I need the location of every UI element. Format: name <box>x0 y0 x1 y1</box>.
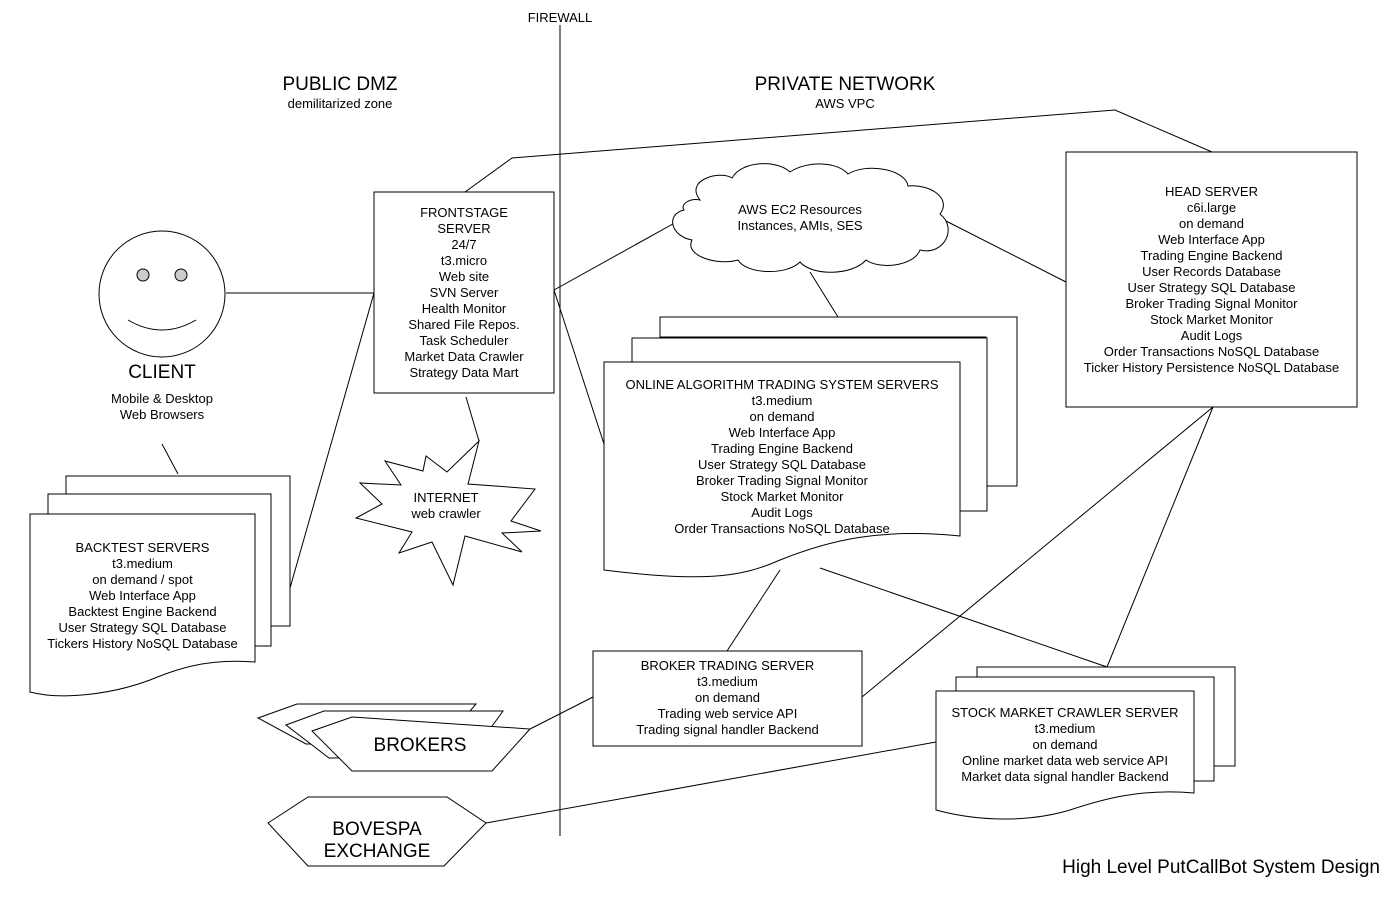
online-line: ONLINE ALGORITHM TRADING SYSTEM SERVERS <box>625 377 939 392</box>
frontstage-line: 24/7 <box>451 237 477 252</box>
online-line: Web Interface App <box>728 425 836 440</box>
online-line: Broker Trading Signal Monitor <box>696 473 868 488</box>
online-line: Order Transactions NoSQL Database <box>674 521 890 536</box>
head-line: Ticker History Persistence NoSQL Databas… <box>1083 360 1340 375</box>
backtest-line: BACKTEST SERVERS <box>75 540 210 555</box>
online-line: User Strategy SQL Database <box>698 457 866 472</box>
frontstage-server-box <box>373 191 555 394</box>
connectors <box>161 109 1214 824</box>
head-line: Web Interface App <box>1158 232 1265 247</box>
head-line: Broker Trading Signal Monitor <box>1125 296 1298 311</box>
client-subtitle-1: Mobile & Desktop <box>111 391 213 406</box>
diagram-footer-title: High Level PutCallBot System Design <box>1062 857 1380 878</box>
crawler-line: STOCK MARKET CRAWLER SERVER <box>951 705 1179 720</box>
aws-ec2-cloud <box>672 163 949 273</box>
broker-trading-server-text: BROKER TRADING SERVER t3.medium on deman… <box>593 658 862 738</box>
frontstage-line: Task Scheduler <box>419 333 509 348</box>
frontstage-line: Strategy Data Mart <box>409 365 519 380</box>
firewall-label: FIREWALL <box>527 10 593 25</box>
broker-server-line: Trading web service API <box>657 706 798 721</box>
brokers-label: BROKERS <box>373 735 467 756</box>
online-servers-text: ONLINE ALGORITHM TRADING SYSTEM SERVERS … <box>604 377 960 537</box>
internet-text: INTERNET web crawler <box>386 490 506 522</box>
private-network-title: PRIVATE NETWORK <box>754 74 936 95</box>
broker-server-line: BROKER TRADING SERVER <box>640 658 815 673</box>
broker-server-line: on demand <box>694 690 761 705</box>
backtest-line: on demand / spot <box>92 572 193 587</box>
frontstage-line: Market Data Crawler <box>404 349 524 364</box>
crawler-line: Market data signal handler Backend <box>961 769 1169 784</box>
broker-server-line: Trading signal handler Backend <box>636 722 819 737</box>
client-smiley-icon <box>98 230 226 358</box>
broker-trading-server-box <box>592 650 863 747</box>
aws-cloud-text: AWS EC2 Resources Instances, AMIs, SES <box>720 202 880 234</box>
head-line: Order Transactions NoSQL Database <box>1103 344 1320 359</box>
frontstage-line: t3.micro <box>440 253 488 268</box>
public-dmz-title: PUBLIC DMZ <box>282 74 398 95</box>
frontstage-line: SERVER <box>437 221 491 236</box>
head-line: on demand <box>1178 216 1245 231</box>
online-line: Audit Logs <box>751 505 813 520</box>
crawler-line: t3.medium <box>1034 721 1096 736</box>
bovespa-exchange-shape <box>267 796 487 867</box>
head-server-box <box>1065 151 1358 408</box>
client-title: CLIENT <box>128 362 196 383</box>
head-line: c6i.large <box>1186 200 1237 215</box>
backtest-line: Backtest Engine Backend <box>68 604 217 619</box>
internet-starburst <box>354 439 542 587</box>
bovespa-label-1: BOVESPA <box>332 819 422 840</box>
internet-title: INTERNET <box>413 490 479 505</box>
online-line: Stock Market Monitor <box>720 489 844 504</box>
online-servers-stack <box>603 316 1018 578</box>
cloud-line: Instances, AMIs, SES <box>737 218 863 233</box>
head-line: HEAD SERVER <box>1165 184 1258 199</box>
online-line: on demand <box>749 409 815 424</box>
frontstage-line: Web site <box>438 269 490 284</box>
backtest-servers-stack <box>29 475 291 697</box>
backtest-servers-text: BACKTEST SERVERS t3.medium on demand / s… <box>30 540 255 652</box>
crawler-line: on demand <box>1032 737 1098 752</box>
head-line: Audit Logs <box>1180 328 1243 343</box>
backtest-line: t3.medium <box>112 556 173 571</box>
bovespa-label-2: EXCHANGE <box>323 841 431 862</box>
frontstage-server-text: FRONTSTAGE SERVER 24/7 t3.micro Web site… <box>374 205 554 381</box>
brokers-shape-stack <box>256 703 532 772</box>
head-line: User Strategy SQL Database <box>1127 280 1296 295</box>
frontstage-line: Shared File Repos. <box>408 317 520 332</box>
backtest-line: User Strategy SQL Database <box>58 620 227 635</box>
broker-server-line: t3.medium <box>697 674 758 689</box>
public-dmz-subtitle: demilitarized zone <box>287 96 393 111</box>
internet-subtitle: web crawler <box>411 506 481 521</box>
crawler-servers-text: STOCK MARKET CRAWLER SERVER t3.medium on… <box>936 705 1194 785</box>
frontstage-line: Health Monitor <box>421 301 507 316</box>
online-line: t3.medium <box>751 393 813 408</box>
online-line: Trading Engine Backend <box>711 441 853 456</box>
crawler-line: Online market data web service API <box>962 753 1168 768</box>
client-subtitle-2: Web Browsers <box>119 407 205 422</box>
head-line: Stock Market Monitor <box>1150 312 1273 327</box>
backtest-line: Tickers History NoSQL Database <box>47 636 238 651</box>
crawler-servers-stack <box>935 666 1236 820</box>
frontstage-line: FRONTSTAGE <box>420 205 508 220</box>
private-network-subtitle: AWS VPC <box>815 96 875 111</box>
head-line: Trading Engine Backend <box>1140 248 1283 263</box>
frontstage-line: SVN Server <box>429 285 499 300</box>
backtest-line: Web Interface App <box>89 588 196 603</box>
head-server-text: HEAD SERVER c6i.large on demand Web Inte… <box>1066 184 1357 376</box>
cloud-line: AWS EC2 Resources <box>738 202 862 217</box>
head-line: User Records Database <box>1142 264 1281 279</box>
